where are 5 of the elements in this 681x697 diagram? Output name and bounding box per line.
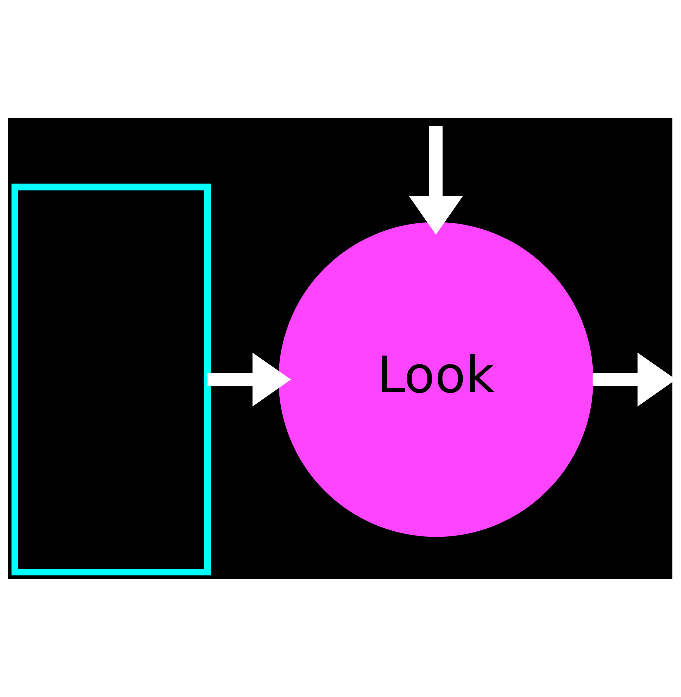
node-box: [12, 184, 211, 576]
arrow: [592, 352, 673, 407]
arrow: [409, 126, 464, 235]
arrow: [208, 352, 292, 407]
node-circle: Look: [278, 222, 594, 538]
